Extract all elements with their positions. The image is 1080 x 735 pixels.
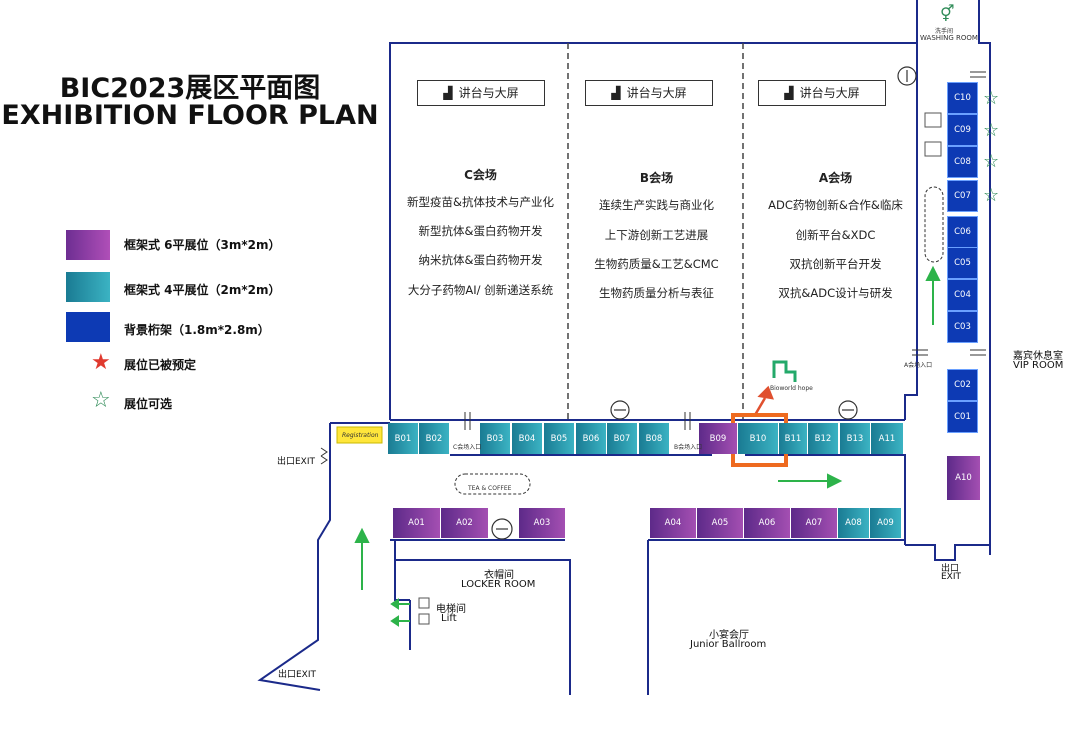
- venue-a-topic: 双抗&ADC设计与研发: [778, 286, 893, 300]
- venue-c-topic: 纳米抗体&蛋白药物开发: [418, 253, 543, 267]
- page-subtitle: EXHIBITION FLOOR PLAN: [1, 100, 379, 131]
- booth-b04[interactable]: B04: [512, 423, 542, 454]
- booth-b10[interactable]: B10: [738, 423, 778, 454]
- legend-swatch-6sqm: [66, 230, 110, 260]
- booth-b12[interactable]: B12: [808, 423, 838, 454]
- booth-a03[interactable]: A03: [519, 508, 565, 538]
- booth-b09[interactable]: B09: [699, 423, 737, 454]
- booth-a10[interactable]: A10: [947, 456, 980, 500]
- booth-c07[interactable]: C07: [947, 180, 978, 212]
- exit-left-label: 出口EXIT: [277, 457, 316, 467]
- exit-bottom-label: 出口EXIT: [278, 670, 317, 680]
- washroom-label-en: WASHING ROOM: [920, 34, 978, 42]
- venue-a-topic: 创新平台&XDC: [795, 228, 876, 242]
- entrance-c-label: C会场入口: [453, 444, 482, 451]
- star-outline-icon: ☆: [91, 388, 111, 413]
- stage-a: ▟讲台与大屏: [758, 80, 886, 106]
- page-title: BIC2023展区平面图: [59, 73, 321, 104]
- booth-a06[interactable]: A06: [744, 508, 790, 538]
- booth-b07[interactable]: B07: [607, 423, 637, 454]
- tea-coffee-label: TEA & COFFEE: [468, 485, 512, 492]
- venue-c-topic: 大分子药物AI/ 创新递送系统: [407, 283, 554, 297]
- venue-b-topic: 连续生产实践与商业化: [599, 198, 714, 212]
- booth-a09[interactable]: A09: [870, 508, 901, 538]
- legend-swatch-4sqm: [66, 272, 110, 302]
- venue-c-name: C会场: [464, 168, 497, 182]
- booth-a04[interactable]: A04: [650, 508, 696, 538]
- podium-icon: ▟: [784, 86, 794, 100]
- booth-b02[interactable]: B02: [419, 423, 449, 454]
- exit-right-label-cn: 出口: [941, 564, 960, 574]
- legend-label-6sqm: 框架式 6平展位（3m*2m）: [124, 238, 281, 252]
- lift-label-cn: 电梯间: [436, 604, 466, 615]
- venue-b-topic: 生物药质量分析与表征: [599, 286, 714, 300]
- booth-c10[interactable]: C10: [947, 82, 978, 114]
- booth-b13[interactable]: B13: [840, 423, 870, 454]
- booth-b05[interactable]: B05: [544, 423, 574, 454]
- lift-label-en: Lift: [441, 613, 457, 624]
- exit-right-label-en: EXIT: [941, 572, 962, 582]
- booth-b03[interactable]: B03: [480, 423, 510, 454]
- bioworld-logo-text: Bioworld hope: [770, 385, 813, 392]
- legend-swatch-truss: [66, 312, 110, 342]
- booth-c09[interactable]: C09: [947, 114, 978, 146]
- booth-a11[interactable]: A11: [871, 423, 903, 454]
- venue-b-topic: 上下游创新工艺进展: [604, 228, 709, 242]
- venue-a-topic: 双抗创新平台开发: [789, 257, 882, 271]
- ballroom-label-en: Junior Ballroom: [690, 639, 767, 650]
- booth-c05[interactable]: C05: [947, 247, 978, 279]
- legend-label-4sqm: 框架式 4平展位（2m*2m）: [124, 283, 281, 297]
- star-filled-icon: ★: [91, 350, 111, 375]
- booth-b06[interactable]: B06: [576, 423, 606, 454]
- venue-a-name: A会场: [818, 171, 853, 185]
- washroom-icon: ⚥: [940, 4, 955, 23]
- booth-c01[interactable]: C01: [947, 401, 978, 433]
- locker-room-label-en: LOCKER ROOM: [461, 579, 536, 590]
- booth-c03[interactable]: C03: [947, 311, 978, 343]
- star-outline-icon: ☆: [983, 185, 1000, 206]
- venue-a-topic: ADC药物创新&合作&临床: [768, 198, 903, 212]
- washroom-label-cn: 洗手间: [935, 28, 954, 35]
- venue-c-topic: 新型疫苗&抗体技术与产业化: [407, 195, 554, 209]
- venue-c-topic: 新型抗体&蛋白药物开发: [418, 224, 543, 238]
- entrance-a-label: A会场入口: [904, 362, 933, 369]
- podium-icon: ▟: [443, 86, 453, 100]
- venue-b-name: B会场: [639, 171, 674, 185]
- booth-c08[interactable]: C08: [947, 146, 978, 178]
- legend-label-available: 展位可选: [124, 397, 173, 411]
- vip-room-label-cn: 嘉宾休息室: [1013, 351, 1063, 362]
- podium-icon: ▟: [611, 86, 621, 100]
- locker-room-label-cn: 衣帽间: [484, 570, 514, 581]
- legend-label-booked: 展位已被预定: [124, 358, 197, 372]
- registration-label: Registration: [342, 432, 379, 439]
- star-outline-icon: ☆: [983, 120, 1000, 141]
- booth-c06[interactable]: C06: [947, 216, 978, 248]
- booth-b11[interactable]: B11: [779, 423, 807, 454]
- entrance-b-label: B会场入口: [674, 444, 703, 451]
- stage-c: ▟讲台与大屏: [417, 80, 545, 106]
- booth-a02[interactable]: A02: [441, 508, 488, 538]
- booth-b01[interactable]: B01: [388, 423, 418, 454]
- legend-label-truss: 背景桁架（1.8m*2.8m）: [124, 323, 270, 337]
- stage-b: ▟讲台与大屏: [585, 80, 713, 106]
- vip-room-label-en: VIP ROOM: [1013, 360, 1064, 371]
- star-outline-icon: ☆: [983, 88, 1000, 109]
- booth-b08[interactable]: B08: [639, 423, 669, 454]
- booth-c02[interactable]: C02: [947, 369, 978, 401]
- venue-b-topic: 生物药质量&工艺&CMC: [594, 257, 719, 271]
- booth-a01[interactable]: A01: [393, 508, 440, 538]
- booth-c04[interactable]: C04: [947, 279, 978, 311]
- booth-a08[interactable]: A08: [838, 508, 869, 538]
- star-outline-icon: ☆: [983, 151, 1000, 172]
- booth-a07[interactable]: A07: [791, 508, 837, 538]
- booth-a05[interactable]: A05: [697, 508, 743, 538]
- ballroom-label-cn: 小宴会厅: [709, 630, 749, 641]
